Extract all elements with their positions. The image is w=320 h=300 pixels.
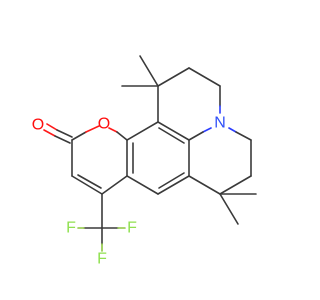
atom-label-layer: O O N F F F [32, 115, 226, 268]
bond-c3-c4-inner [77, 174, 102, 189]
bond-n-ch2-low-blue [228, 127, 237, 133]
bond-cq1-ch2 [157, 67, 190, 87]
bond-n-ch2-low [235, 131, 252, 141]
bond-n-c7 [188, 131, 204, 141]
bond-ch2-ch2-top [188, 67, 221, 87]
bond-c7-c8 [157, 121, 190, 141]
bond-o1-c8a [116, 131, 128, 141]
bond-carbonyl-double-b [43, 129, 56, 137]
bond-carbonyl-double-a-c [56, 129, 73, 138]
bond-carbonyl-double-a [46, 123, 58, 131]
bond-c4a-c5 [126, 175, 159, 195]
bond-n-c7-blue [202, 127, 212, 133]
bond-cq2-c6 [188, 175, 221, 195]
molecule-structure: O O N F F F [32, 55, 257, 268]
bond-layer [43, 55, 257, 252]
bond-c5-c6 [157, 175, 190, 195]
bond-cq2-me-b [219, 193, 239, 225]
bond-c8-c8a [126, 121, 159, 141]
bond-c4-c4a [101, 175, 128, 195]
atom-label-carbonyl-oxygen: O [32, 117, 44, 134]
bond-cq1-me-a [139, 55, 159, 87]
bond-c3-c4 [71, 175, 103, 195]
atom-label-nitrogen: N [214, 115, 226, 132]
bond-ch2-cq2 [219, 175, 252, 195]
bond-carbonyl-double-b-c [54, 135, 71, 144]
atom-label-fluorine-left: F [66, 220, 76, 237]
bond-c5-c6-inner [158, 172, 185, 189]
bond-c7-c8-inner [158, 127, 185, 144]
bond-o1-c8a-red [108, 127, 118, 133]
bond-c2-o1-red [85, 125, 100, 133]
atom-label-ring-oxygen: O [98, 116, 110, 133]
atom-label-fluorine-bottom: F [97, 251, 107, 268]
bond-c2-o1 [71, 131, 87, 141]
atom-label-fluorine-right: F [127, 220, 137, 237]
